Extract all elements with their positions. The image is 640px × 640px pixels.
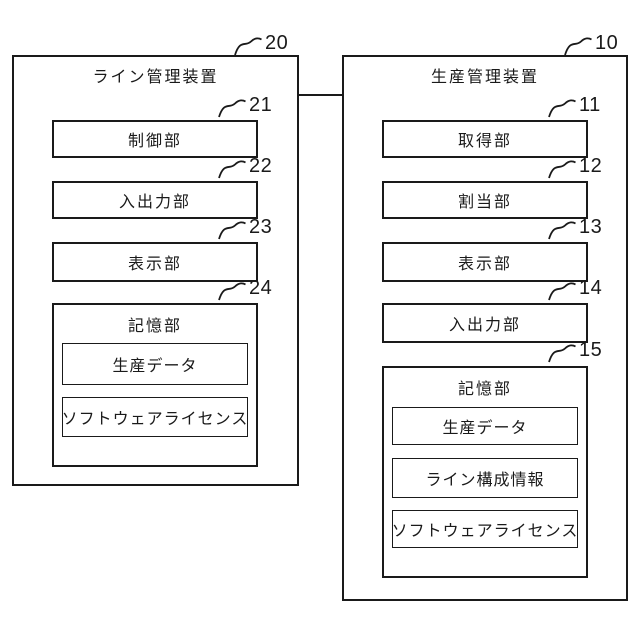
ref-number: 11 xyxy=(579,94,601,116)
leader-squiggle-icon xyxy=(218,99,246,118)
ref-numeral-23: 23 xyxy=(217,217,272,241)
block-box-acquisition: 取得部 xyxy=(382,120,588,158)
ref-number: 22 xyxy=(249,155,273,177)
storage-item-box: 生産データ xyxy=(62,343,248,385)
ref-number: 15 xyxy=(579,339,603,361)
ref-numeral-12: 12 xyxy=(547,156,602,180)
block-label: 表示部 xyxy=(127,256,182,273)
ref-number: 10 xyxy=(595,32,619,54)
storage-item-label: 生産データ xyxy=(112,358,198,375)
storage-item-box: ライン構成情報 xyxy=(392,458,578,498)
ref-numeral-14: 14 xyxy=(547,278,602,302)
leader-squiggle-icon xyxy=(234,37,262,56)
storage-item-label: ソフトウェアライセンス xyxy=(61,411,249,428)
block-label: 取得部 xyxy=(457,133,512,150)
block-label: 入出力部 xyxy=(118,194,191,211)
ref-numeral-20: 20 xyxy=(233,33,288,57)
leader-squiggle-icon xyxy=(218,282,246,301)
block-label: 表示部 xyxy=(457,256,512,273)
leader-squiggle-icon xyxy=(548,160,576,179)
ref-numeral-15: 15 xyxy=(547,340,602,364)
ref-numeral-22: 22 xyxy=(217,156,272,180)
block-box-storage: 記憶部 生産データ ソフトウェアライセンス xyxy=(52,303,258,467)
block-box-control: 制御部 xyxy=(52,120,258,158)
block-label: 記憶部 xyxy=(127,318,182,335)
block-box-io: 入出力部 xyxy=(382,303,588,343)
ref-number: 24 xyxy=(249,277,273,299)
block-box-display: 表示部 xyxy=(52,242,258,282)
leader-squiggle-icon xyxy=(218,221,246,240)
block-box-storage: 記憶部 生産データ ライン構成情報 ソフトウェアライセンス xyxy=(382,366,588,578)
ref-number: 21 xyxy=(249,94,273,116)
block-box-allocation: 割当部 xyxy=(382,181,588,219)
block-box-io: 入出力部 xyxy=(52,181,258,219)
ref-number: 23 xyxy=(249,216,273,238)
leader-squiggle-icon xyxy=(548,282,576,301)
device-title: 生産管理装置 xyxy=(430,69,539,86)
connector-line xyxy=(297,94,343,96)
ref-number: 20 xyxy=(265,32,289,54)
storage-item-box: 生産データ xyxy=(392,407,578,445)
storage-item-label: 生産データ xyxy=(442,420,528,437)
block-label: 制御部 xyxy=(127,133,182,150)
ref-number: 13 xyxy=(579,216,603,238)
ref-numeral-11: 11 xyxy=(547,95,601,119)
device-box-production-management: 生産管理装置 取得部 割当部 表示部 入出力部 記憶部 生産データ ライン構成情… xyxy=(342,55,628,601)
leader-squiggle-icon xyxy=(218,160,246,179)
storage-item-label: ライン構成情報 xyxy=(425,472,545,489)
block-box-display: 表示部 xyxy=(382,242,588,282)
ref-numeral-21: 21 xyxy=(217,95,272,119)
device-box-line-management: ライン管理装置 制御部 入出力部 表示部 記憶部 生産データ ソフトウェアライセ… xyxy=(12,55,299,486)
ref-numeral-10: 10 xyxy=(563,33,618,57)
leader-squiggle-icon xyxy=(548,221,576,240)
leader-squiggle-icon xyxy=(548,99,576,118)
leader-squiggle-icon xyxy=(564,37,592,56)
block-label: 割当部 xyxy=(457,194,512,211)
storage-item-label: ソフトウェアライセンス xyxy=(391,523,579,540)
ref-numeral-13: 13 xyxy=(547,217,602,241)
device-title: ライン管理装置 xyxy=(92,69,219,86)
ref-number: 14 xyxy=(579,277,603,299)
ref-numeral-24: 24 xyxy=(217,278,272,302)
block-label: 入出力部 xyxy=(448,317,521,334)
storage-item-box: ソフトウェアライセンス xyxy=(392,510,578,548)
storage-item-box: ソフトウェアライセンス xyxy=(62,397,248,437)
ref-number: 12 xyxy=(579,155,603,177)
block-label: 記憶部 xyxy=(457,381,512,398)
leader-squiggle-icon xyxy=(548,344,576,363)
